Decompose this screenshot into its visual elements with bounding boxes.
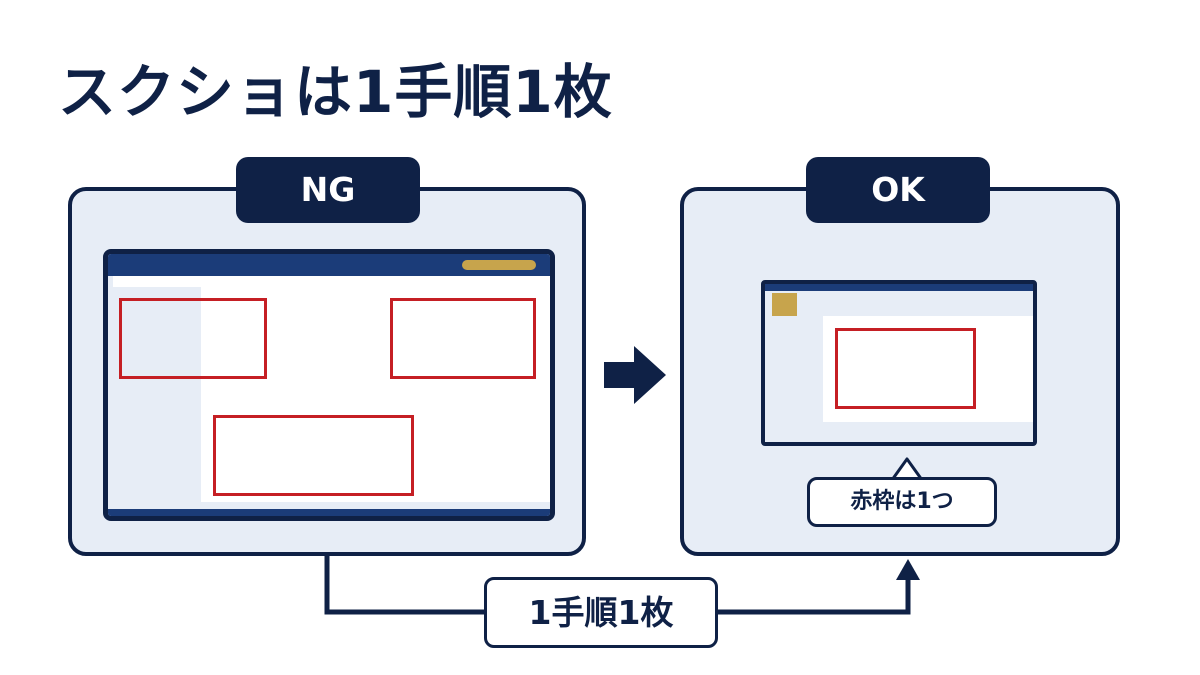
arrow-up-icon [896, 559, 920, 580]
page-title: スクショは1手順1枚 [58, 58, 613, 126]
titlebar-pill [462, 260, 536, 270]
ok-red-frame [835, 328, 976, 409]
arrow-right-icon [604, 346, 666, 404]
ng-content-area [201, 287, 550, 502]
ng-window-titlebar [108, 254, 550, 276]
ok-window-accent-square [772, 293, 797, 316]
ng-badge: NG [236, 157, 420, 223]
ng-window-bottom-bar [108, 509, 550, 516]
ng-content-strip [113, 276, 550, 287]
ok-badge: OK [806, 157, 990, 223]
ok-content-area [823, 316, 1033, 422]
ok-screenshot-window [761, 280, 1037, 446]
ng-red-frame [213, 415, 414, 496]
ng-screenshot-window [103, 249, 555, 521]
ok-window-titlebar [765, 284, 1033, 291]
connector-label: 1手順1枚 [484, 577, 718, 648]
ng-red-frame [119, 298, 267, 379]
ng-red-frame [390, 298, 536, 379]
ok-callout: 赤枠は1つ [807, 477, 997, 527]
